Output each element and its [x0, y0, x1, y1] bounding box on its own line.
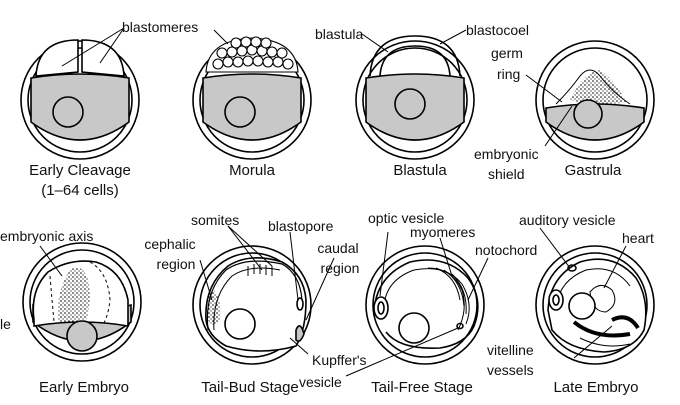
label-cephalic: cephalic — [144, 236, 196, 252]
caption-tail-bud: Tail-Bud Stage — [201, 379, 299, 396]
label-fragment-le: le — [0, 316, 11, 332]
label-blastula: blastula — [315, 26, 364, 42]
label-blastocoel: blastocoel — [466, 22, 530, 38]
caption-blastula: Blastula — [393, 162, 447, 179]
label-vitelline: vitelline — [487, 342, 534, 358]
label-optic-vesicle: optic vesicle — [368, 210, 445, 226]
blastula-egg — [355, 29, 475, 160]
caption-tail-free: Tail-Free Stage — [371, 379, 473, 396]
label-heart: heart — [622, 230, 654, 246]
label-kupffers: Kupffer's — [312, 352, 367, 368]
caption-early-cleavage-cells: (1–64 cells) — [41, 182, 119, 199]
label-blastopore: blastopore — [268, 218, 334, 234]
label-blastomeres: blastomeres — [122, 19, 199, 35]
early-embryo-egg — [22, 242, 142, 362]
caption-gastrula: Gastrula — [564, 162, 622, 179]
label-notochord: notochord — [475, 242, 538, 258]
caption-early-embryo: Early Embryo — [38, 379, 130, 396]
tail-bud-egg — [192, 225, 335, 365]
label-embryonic-axis: embryonic axis — [0, 228, 94, 244]
early-cleavage-egg — [20, 27, 140, 160]
label-auditory-vesicle: auditory vesicle — [519, 212, 616, 228]
tail-free-egg — [345, 231, 489, 377]
gastrula-egg — [525, 40, 655, 160]
label-caudal: caudal — [317, 240, 359, 256]
label-cephalic-region: region — [156, 256, 196, 272]
label-somites: somites — [191, 212, 240, 228]
caption-late-embryo: Late Embryo — [553, 379, 639, 396]
label-germ: germ — [491, 45, 523, 61]
morula-egg — [192, 29, 312, 160]
caption-morula: Morula — [229, 162, 275, 179]
label-vesicle: vesicle — [299, 374, 342, 390]
label-caudal-region: region — [320, 260, 360, 276]
label-vessels: vessels — [487, 362, 534, 378]
late-embryo-egg — [535, 227, 655, 365]
label-embryonic: embryonic — [474, 146, 539, 162]
label-shield: shield — [488, 166, 525, 182]
label-ring: ring — [497, 66, 521, 82]
caption-early-cleavage: Early Cleavage — [29, 162, 131, 179]
label-myomeres: myomeres — [410, 224, 476, 240]
